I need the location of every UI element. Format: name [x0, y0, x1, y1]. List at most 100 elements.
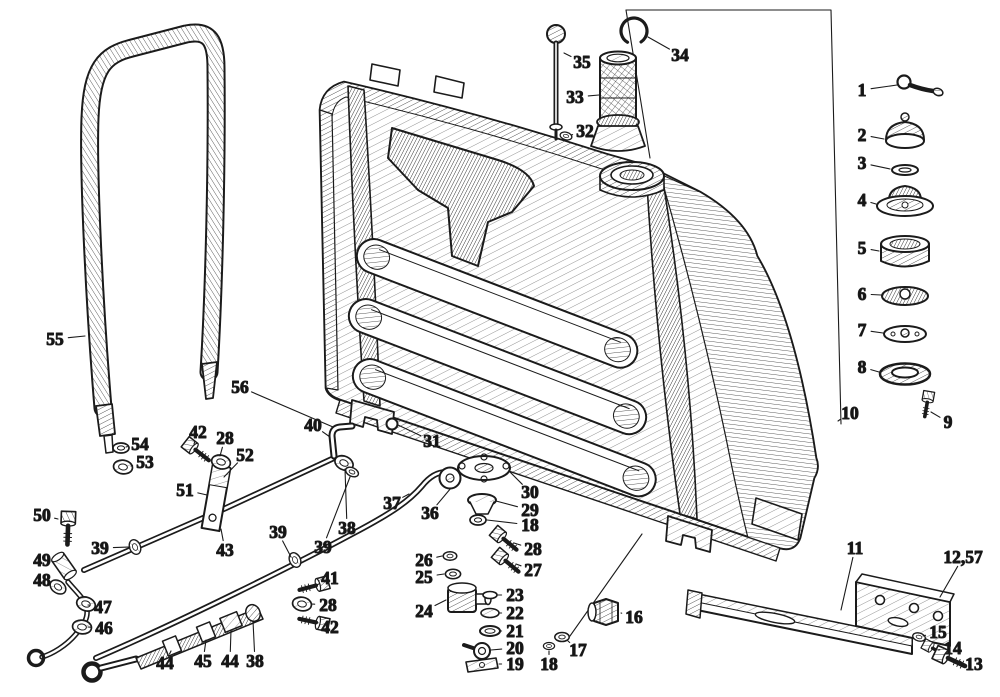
callout-leader-9	[930, 411, 941, 418]
tank-strap-right	[645, 167, 698, 520]
callout-leader-1	[870, 84, 898, 90]
callout-leader-30	[509, 471, 523, 485]
callout-label-41: 41	[321, 568, 339, 588]
washer-25	[444, 568, 462, 580]
callout-leader-44	[168, 650, 172, 655]
callout-leader-39	[112, 546, 131, 549]
callout-label-56: 56	[231, 377, 249, 397]
callout-leader-6	[870, 293, 882, 296]
callout-label-12,57: 12,57	[943, 547, 983, 567]
tank-end-face	[659, 173, 819, 550]
hose-ferrule-44b	[219, 610, 243, 634]
hose-ferrule-44a	[161, 635, 183, 657]
callout-label-38: 38	[338, 518, 356, 538]
pipe-eyelet-left	[26, 648, 46, 668]
callout-label-36: 36	[421, 503, 439, 523]
callout-leader-4	[870, 201, 877, 205]
ring-23	[482, 590, 498, 600]
carry-strap	[80, 23, 226, 454]
tank-rib-2	[347, 298, 648, 436]
callout-leader-15	[922, 634, 927, 637]
cap-cover-2	[885, 112, 925, 149]
callout-leader-28	[513, 542, 522, 546]
support-channel-11	[685, 589, 913, 655]
callout-leader-39	[282, 540, 292, 558]
cap-retainer-1	[896, 74, 944, 97]
callout-leader-43	[220, 528, 224, 542]
callout-label-11: 11	[847, 538, 864, 558]
callout-label-24: 24	[415, 601, 433, 621]
bolt-28	[489, 525, 520, 554]
callout-label-8: 8	[858, 357, 867, 377]
callout-leader-28	[219, 446, 223, 457]
filler-cap-parts	[876, 74, 944, 420]
callout-label-47: 47	[94, 597, 112, 617]
callout-leader-5	[870, 249, 880, 252]
callout-leader-38	[252, 620, 256, 653]
ball-31	[385, 417, 399, 431]
callout-label-53: 53	[136, 452, 154, 472]
cap-ring-3	[891, 164, 919, 176]
tank-rib-1	[355, 238, 639, 369]
flange-fitting-29	[467, 493, 497, 515]
callout-leader-18	[486, 519, 518, 525]
callout-label-21: 21	[506, 621, 524, 641]
callout-label-17: 17	[569, 640, 587, 660]
callout-label-30: 30	[521, 482, 539, 502]
callout-label-1: 1	[858, 80, 867, 100]
callout-leader-17	[567, 640, 571, 644]
callout-label-28: 28	[319, 595, 337, 615]
filler-neck	[599, 161, 665, 198]
callout-label-55: 55	[46, 329, 64, 349]
callout-label-20: 20	[506, 638, 524, 658]
callout-label-46: 46	[95, 618, 113, 638]
tank-rib-3	[351, 358, 657, 498]
tank-left-lip	[319, 109, 339, 391]
callout-leader-12,57	[939, 565, 959, 598]
callout-label-38: 38	[246, 651, 264, 671]
callout-label-39: 39	[269, 522, 287, 542]
washer-26	[442, 551, 458, 561]
gauge-rod-35	[546, 24, 566, 141]
callout-label-43: 43	[216, 540, 234, 560]
callout-leader-11	[840, 556, 854, 611]
callout-leader-8	[870, 369, 880, 373]
callout-label-42: 42	[189, 422, 207, 442]
union-49	[51, 551, 77, 581]
callout-leader-38	[344, 468, 348, 520]
cap-disc-6	[881, 286, 929, 306]
cap-gasket-8	[878, 362, 932, 386]
callout-label-28: 28	[524, 539, 542, 559]
strap-tip-left	[95, 403, 116, 437]
filler-pocket	[387, 127, 535, 267]
washer-22	[480, 607, 500, 619]
hose-eyelet	[81, 661, 103, 683]
callout-label-44: 44	[221, 651, 239, 671]
callout-label-39: 39	[314, 537, 332, 557]
callout-leader-55	[67, 335, 86, 339]
callout-leader-35	[563, 52, 572, 58]
bolt-27	[491, 547, 522, 576]
callout-label-39: 39	[91, 538, 109, 558]
callout-leader-41	[316, 583, 320, 586]
callout-label-49: 49	[33, 550, 51, 570]
callout-label-19: 19	[506, 654, 524, 674]
callout-label-2: 2	[858, 125, 867, 145]
callout-label-4: 4	[858, 190, 867, 210]
hose-ferrule-45	[195, 621, 217, 643]
callout-leader-31	[397, 424, 422, 437]
callout-label-32: 32	[576, 121, 594, 141]
callout-leader-24	[434, 599, 447, 607]
washer-18	[469, 514, 487, 526]
callout-leader-52	[223, 462, 239, 478]
callout-leader-44	[229, 629, 232, 653]
callout-label-48: 48	[33, 570, 51, 590]
callout-label-35: 35	[573, 52, 591, 72]
callout-label-22: 22	[506, 603, 524, 623]
fuel-tank	[318, 63, 819, 562]
callout-leader-37	[402, 493, 410, 498]
snap-ring-34	[619, 16, 649, 46]
callout-leader-20	[490, 648, 503, 651]
callout-leader-40	[321, 431, 331, 438]
